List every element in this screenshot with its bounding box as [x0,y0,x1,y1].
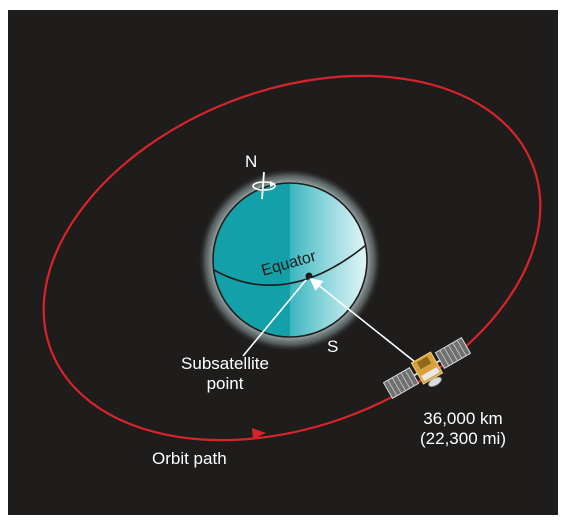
altitude-label: 36,000 km (22,300 mi) [403,409,523,449]
north-pole-label: N [245,152,258,171]
satellite-to-earth-line [309,278,421,367]
subsatellite-point-dot [305,272,313,280]
satellite-icon [382,337,472,399]
rotation-arrow-icon [252,171,276,200]
equator-line [213,244,367,286]
subsatellite-label-line1: Subsatellite [181,354,269,373]
orbit-direction-arrow-icon [252,428,266,439]
altitude-km-label: 36,000 km [423,409,503,428]
subsatellite-label-line2: point [206,374,244,393]
orbit-path [42,74,542,442]
subsatellite-leader-line [242,279,307,357]
south-pole-label: S [327,337,339,356]
altitude-mi-label: (22,300 mi) [420,429,506,448]
orbit-path-label: Orbit path [152,449,227,468]
subsatellite-point-label: Subsatellite point [160,354,290,394]
